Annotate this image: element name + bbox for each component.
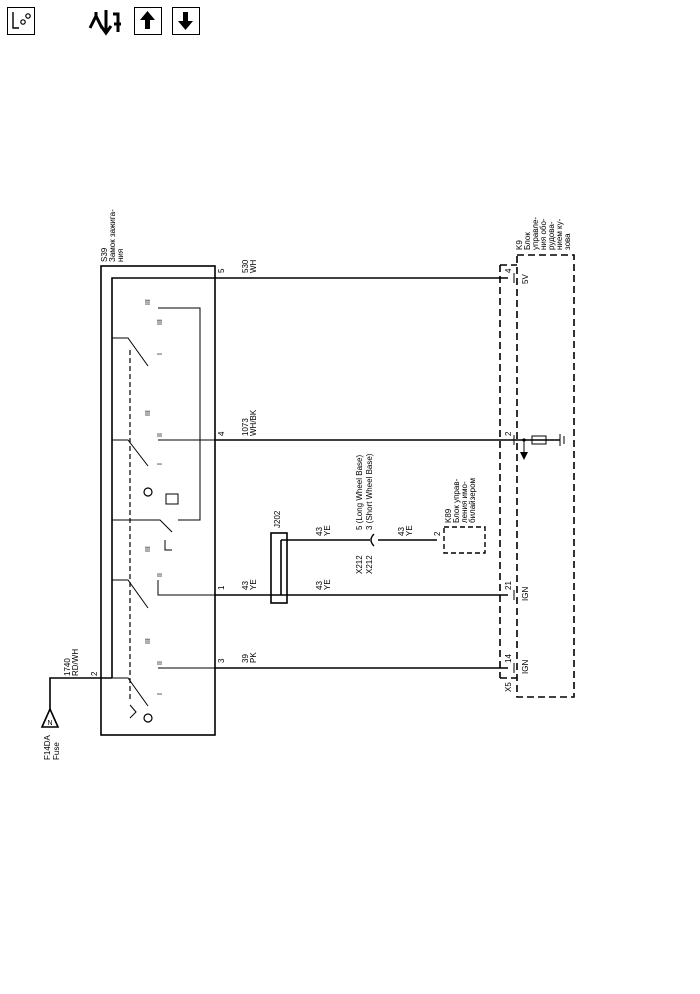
ignition-switch-internals <box>111 277 215 723</box>
bcm-func-ign-14: IGN <box>521 660 530 674</box>
wire-43-color: YE <box>249 579 258 590</box>
immobilizer-name-1: Блок управ- <box>452 478 461 523</box>
svg-text:I: I <box>157 353 164 355</box>
wire-1073-color: WH/BK <box>249 409 258 436</box>
immobilizer-name-3: билайзером <box>468 478 477 523</box>
svg-text:II: II <box>157 433 164 437</box>
splice-in-circuit: 43 <box>315 581 324 590</box>
page-up-button[interactable] <box>134 7 162 35</box>
immobilizer-pin: 2 <box>433 531 442 536</box>
x212-pin-long: 5 (Long Wheel Base) <box>355 455 364 530</box>
page-down-button[interactable] <box>172 7 200 35</box>
x212-name-2: X212 <box>365 555 374 574</box>
fuse-symbol: N <box>40 677 112 728</box>
svg-text:I: I <box>157 463 164 465</box>
arrow-down-icon <box>178 12 193 30</box>
wire-39-color: PK <box>249 652 258 663</box>
fuse-symbol-letter: N <box>47 720 52 727</box>
x212-circuit: 43 <box>397 527 406 536</box>
splice-out-circuit: 43 <box>315 527 324 536</box>
fuse-label: Fuse <box>52 742 61 760</box>
bcm-pin-2: 2 <box>504 431 513 436</box>
bcm-name-5: нием ку- <box>555 218 564 250</box>
splice-j202 <box>270 532 288 604</box>
x212-name-1: X212 <box>355 555 364 574</box>
arrow-up-icon <box>140 11 155 29</box>
x212-color: YE <box>405 525 414 536</box>
bcm-name-6: зова <box>563 233 572 250</box>
wire-530-color: WH <box>249 259 258 273</box>
ignition-switch-name-1: Замок зажига- <box>108 209 117 262</box>
bcm-name-2: управле- <box>531 217 540 250</box>
bcm-id: K9 <box>515 240 524 250</box>
fuse-wire-pin: 2 <box>90 671 99 676</box>
fuse-id: F14DA <box>43 734 52 760</box>
bcm-pin2-circuit <box>520 434 565 460</box>
svg-text:III: III <box>145 546 152 552</box>
wire-39-circuit: 39 <box>241 654 250 663</box>
splice-in-color: YE <box>323 579 332 590</box>
svg-text:III: III <box>145 638 152 644</box>
bcm-pin-4: 4 <box>504 268 513 273</box>
svg-text:II: II <box>157 661 164 665</box>
x212-pin-short: 3 (Short Wheel Base) <box>365 453 374 530</box>
fuse-wire-circuit: 1740 <box>63 658 72 676</box>
bcm-pin-21: 21 <box>504 581 513 590</box>
wire-1073-circuit: 1073 <box>241 418 250 436</box>
locator-icon <box>12 12 31 29</box>
bcm-name-1: Блок <box>523 232 532 250</box>
bcm-name-4: рудова- <box>547 221 556 250</box>
bcm-pin-14: 14 <box>504 654 513 663</box>
locator-button[interactable] <box>7 7 35 35</box>
immobilizer-module-box <box>443 526 486 554</box>
svg-text:III: III <box>157 319 164 325</box>
wiring-info-icon[interactable] <box>86 6 126 38</box>
svg-text:III: III <box>145 410 152 416</box>
s39-pin-3: 3 <box>217 658 226 663</box>
ignition-switch-id: S39 <box>100 247 109 262</box>
s39-pin-5: 5 <box>217 268 226 273</box>
s39-pin-1: 1 <box>217 585 226 590</box>
bcm-connector-x5: X5 <box>504 682 513 692</box>
svg-text:I: I <box>157 693 164 695</box>
ignition-switch-box <box>100 265 216 736</box>
connector-x212 <box>370 533 437 547</box>
bcm-name-3: ния обо- <box>539 218 548 250</box>
bcm-func-ign-21: IGN <box>521 587 530 601</box>
fuse-wire-color: RD/WH <box>71 649 80 676</box>
bcm-func-5v: 5V <box>521 274 530 284</box>
svg-text:II: II <box>157 573 164 577</box>
s39-pin-4: 4 <box>217 431 226 436</box>
splice-j202-id: J202 <box>273 510 282 528</box>
wire-43-circuit: 43 <box>241 581 250 590</box>
splice-out-color: YE <box>323 525 332 536</box>
ignition-switch-name-2: ния <box>116 249 125 262</box>
immobilizer-name-2: ления имо- <box>460 481 469 523</box>
bcm-module <box>499 254 575 698</box>
svg-text:III: III <box>145 299 152 305</box>
immobilizer-id: K89 <box>444 508 453 523</box>
wire-530-circuit: 530 <box>241 259 250 273</box>
switch-position-labels: III III I III II I III II III II I <box>145 299 164 695</box>
